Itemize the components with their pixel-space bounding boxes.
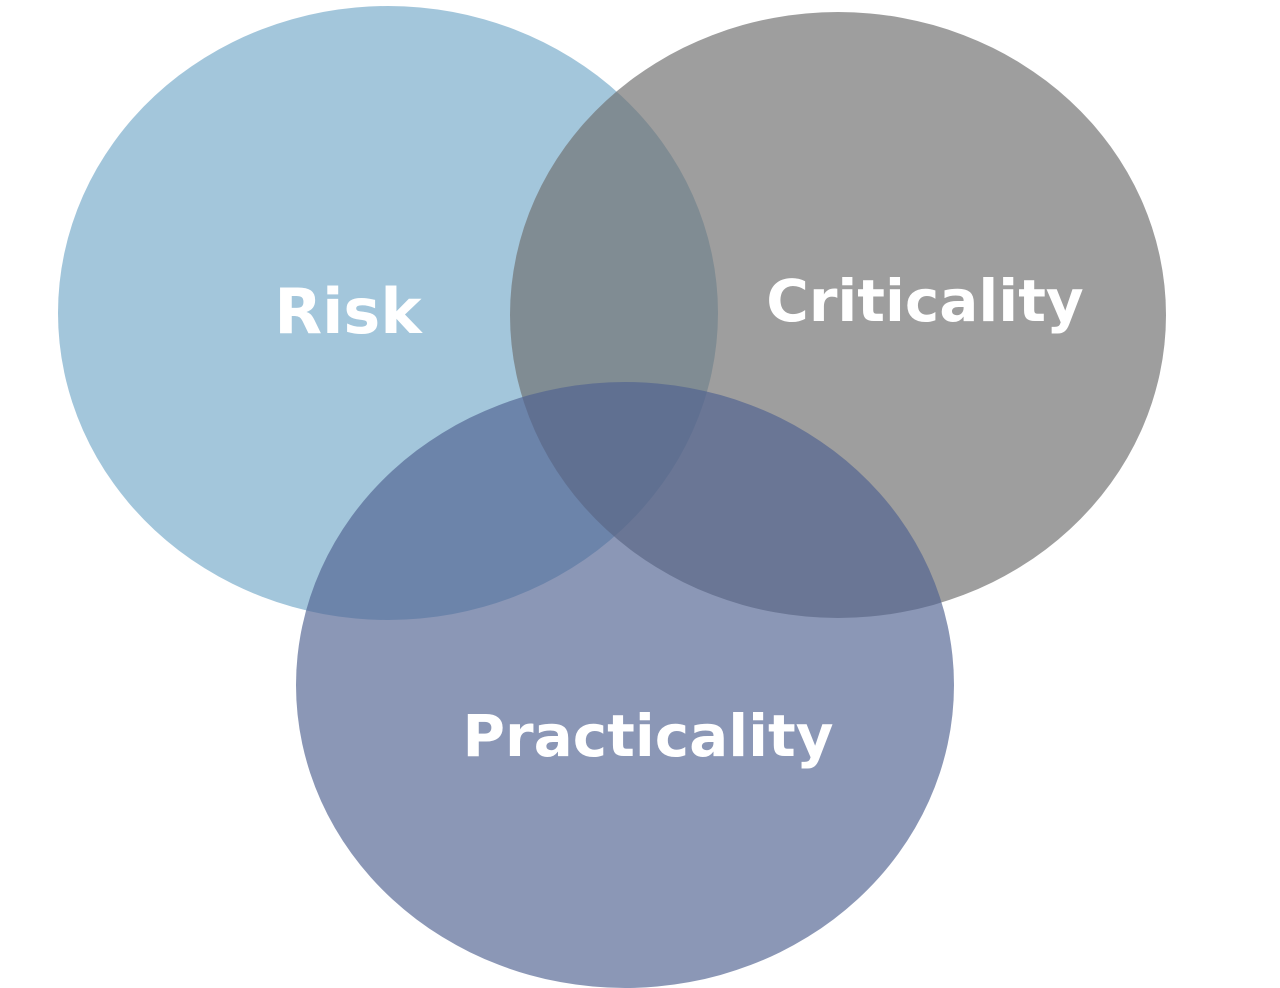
practicality-label: Practicality	[462, 702, 833, 770]
risk-label: Risk	[274, 275, 423, 348]
venn-labels: Risk Criticality Practicality	[274, 267, 1083, 770]
venn-circles	[58, 6, 1166, 988]
criticality-label: Criticality	[766, 267, 1083, 335]
practicality-circle	[296, 382, 954, 988]
